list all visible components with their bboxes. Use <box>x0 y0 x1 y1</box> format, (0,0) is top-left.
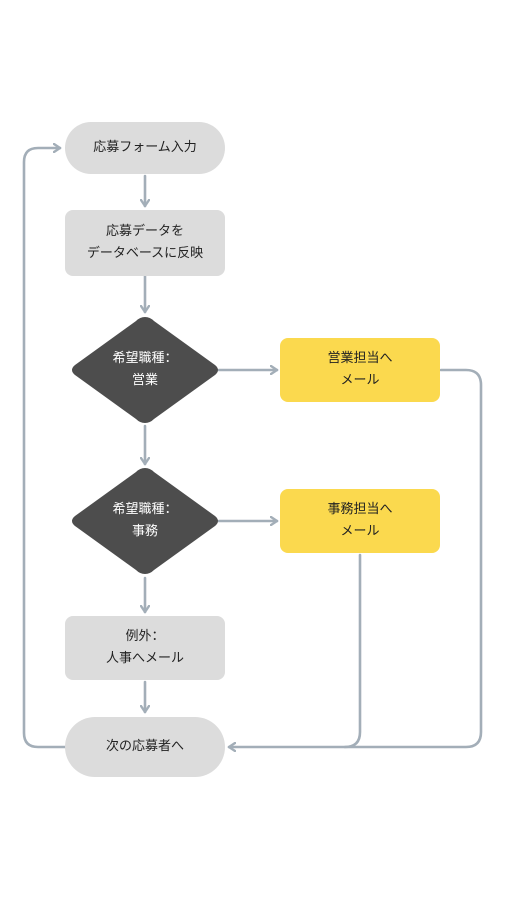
mail-sales-box: 営業担当へ メール <box>280 338 440 402</box>
exception-process-box: 例外： 人事へメール <box>65 616 225 680</box>
connector-mail-office-to-next <box>343 553 362 749</box>
next-terminator: 次の応募者へ <box>65 717 225 777</box>
decision-office-shape <box>72 468 218 574</box>
mail-office-label: 事務担当へ メール <box>327 502 393 539</box>
decision-sales: 希望職種： 営業 <box>85 340 205 400</box>
db-process-box: 応募データを データベースに反映 <box>65 210 225 276</box>
decision-sales-label: 希望職種： 営業 <box>112 351 178 388</box>
next-label: 次の応募者へ <box>105 739 184 754</box>
start-label: 応募フォーム入力 <box>93 140 197 155</box>
mail-sales-label: 営業担当へ メール <box>327 351 393 388</box>
decision-office: 希望職種： 事務 <box>85 491 205 551</box>
mail-office-box: 事務担当へ メール <box>280 489 440 553</box>
connector-mail-sales-to-next <box>227 368 483 747</box>
exception-label: 例外： 人事へメール <box>105 629 184 666</box>
start-terminator: 応募フォーム入力 <box>65 122 225 174</box>
db-label: 応募データを データベースに反映 <box>86 224 204 261</box>
decision-sales-shape <box>72 317 218 423</box>
decision-office-label: 希望職種： 事務 <box>112 502 178 539</box>
connector-loop-back <box>22 148 68 749</box>
